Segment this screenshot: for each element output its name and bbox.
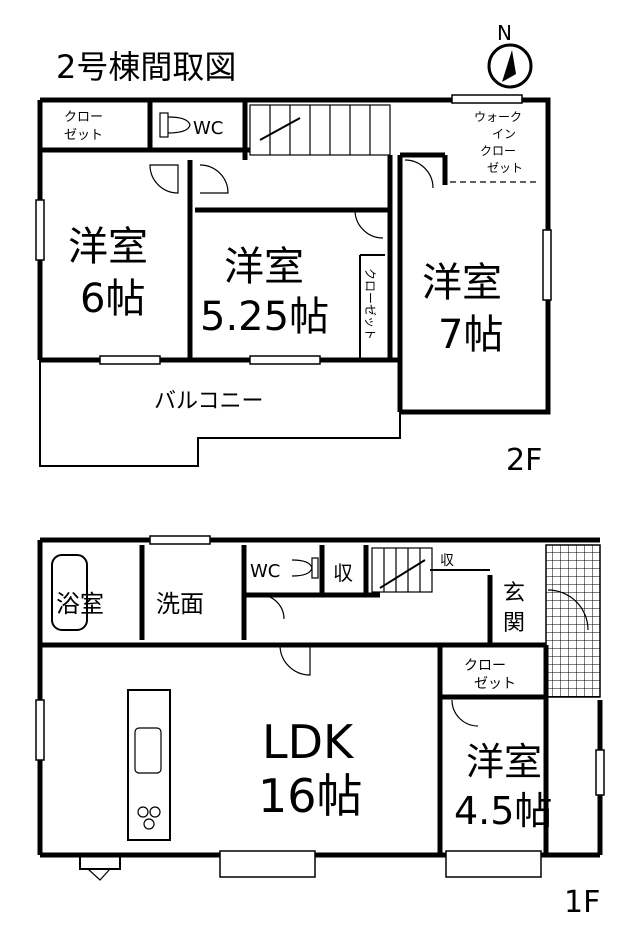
bath-label: 浴室	[56, 590, 104, 618]
kitchen-counter	[127, 689, 171, 841]
closet-label-line2: ゼット	[474, 676, 516, 692]
staircase	[249, 104, 391, 156]
toilet-icon	[159, 112, 191, 138]
closet-vertical-label: クローゼット	[363, 268, 377, 340]
western-room-525-label: 洋室	[224, 244, 304, 290]
washroom-label: 洗面	[156, 590, 204, 618]
window	[99, 355, 161, 365]
north-arrow-icon: N	[487, 21, 533, 89]
floor-2-label: 2F	[506, 443, 542, 478]
walkin-closet-label-line3: クロー	[480, 144, 516, 158]
walkin-closet-label-line1: ウォーク	[474, 110, 522, 124]
closet-label-line1: クロー	[64, 110, 103, 125]
western-room-525-size: 5.25帖	[200, 294, 329, 340]
staircase	[371, 547, 433, 593]
walkin-closet-label-line2: イン	[492, 127, 516, 141]
walkin-closet-label-line4: ゼット	[487, 161, 523, 175]
window	[542, 229, 552, 301]
entrance-label-line2: 関	[503, 611, 525, 636]
window	[595, 749, 605, 796]
north-label: N	[497, 21, 512, 45]
second-floor-plan: クロー ゼット WC ウォーク イン クロー ゼット 洋室 6帖 洋室 5.25…	[35, 94, 552, 478]
plan-title: 2号棟間取図	[56, 48, 236, 86]
window	[219, 850, 316, 878]
entrance-step	[79, 854, 121, 881]
storage-label-2: 収	[440, 553, 454, 569]
ldk-label: LDK	[262, 715, 355, 769]
storage-label: 収	[333, 561, 353, 585]
closet-label-line1: クロー	[464, 658, 506, 674]
western-room-6-size: 6帖	[80, 276, 145, 322]
window	[35, 699, 45, 761]
first-floor-plan: 浴室 洗面 WC 収 収 玄 関 クロー ゼット LDK 16帖 洋室 4.5帖…	[35, 535, 605, 920]
western-room-7-label: 洋室	[422, 260, 502, 306]
stove-icon	[137, 806, 161, 830]
entrance-porch	[545, 544, 601, 698]
floor-1-label: 1F	[564, 885, 600, 920]
closet-label-line2: ゼット	[64, 128, 103, 143]
ldk-size: 16帖	[258, 769, 363, 823]
bathtub	[51, 554, 88, 631]
wc-label: WC	[193, 118, 223, 139]
window	[451, 94, 523, 104]
wc-label: WC	[250, 561, 280, 582]
window	[445, 850, 542, 878]
window	[35, 199, 45, 261]
window	[149, 535, 211, 545]
western-room-6-label: 洋室	[68, 224, 148, 270]
toilet-icon	[291, 557, 319, 579]
window	[249, 355, 321, 365]
sink-icon	[134, 727, 162, 774]
western-room-45-label: 洋室	[466, 740, 542, 784]
western-room-7-size: 7帖	[438, 312, 503, 358]
western-room-45-size: 4.5帖	[454, 789, 552, 833]
entrance-label-line1: 玄	[503, 581, 525, 606]
balcony-label: バルコニー	[154, 389, 264, 414]
